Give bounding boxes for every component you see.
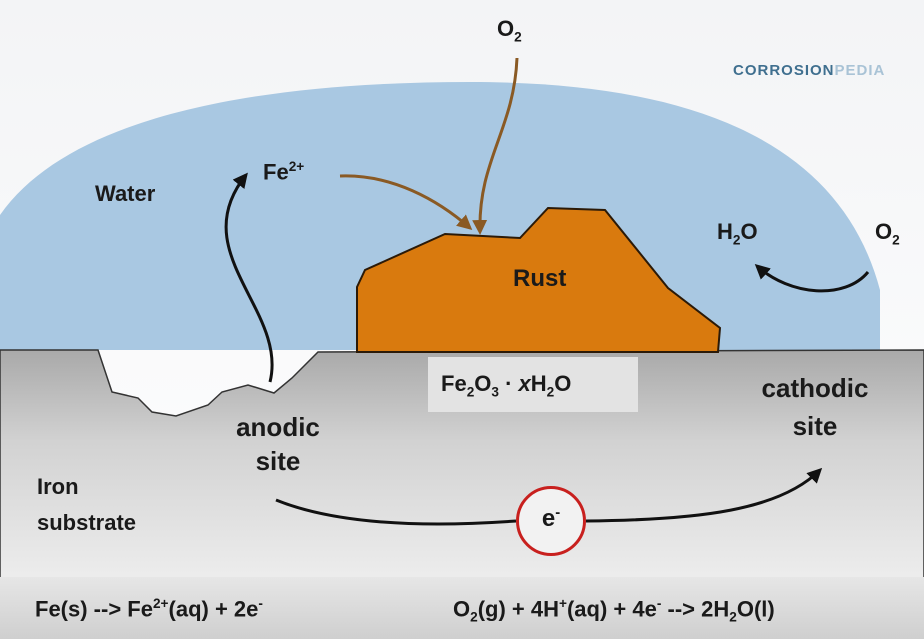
arrow-o2-to-h2o-icon: [754, 263, 870, 293]
iron-substrate: [0, 349, 924, 581]
cathodic-equation: O2(g) + 4H+(aq) + 4e- --> 2H2O(l): [453, 596, 775, 625]
fe-ion-label: Fe2+: [263, 159, 305, 185]
equation-bar: [0, 577, 924, 639]
rust-formula-box: [428, 357, 638, 412]
electron-marker: [516, 486, 586, 556]
corrosionpedia-logo: CORROSIONPEDIA: [733, 62, 886, 79]
arrow-fe-to-rust-icon: [339, 174, 473, 230]
arrow-electron-flow-icon: [275, 470, 820, 526]
rust-deposit: [356, 206, 722, 353]
o2-top-label: O2: [497, 16, 522, 45]
arrow-o2-down-icon: [472, 57, 519, 235]
rust-formula: Fe2O3 · xH2O: [441, 371, 572, 400]
rust-label: Rust: [513, 265, 567, 292]
water-label: Water: [95, 181, 156, 206]
electron-label: e-: [541, 505, 561, 532]
o2-right-label: O2: [875, 219, 900, 248]
h2o-label: H2O: [717, 219, 758, 248]
anodic-equation: Fe(s) --> Fe2+(aq) + 2e-: [35, 596, 263, 622]
arrow-fe-up-icon: [224, 172, 274, 383]
